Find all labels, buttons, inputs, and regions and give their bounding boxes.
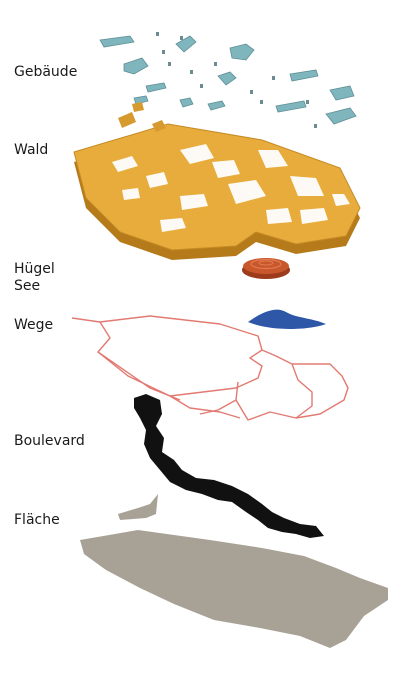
layer-wege <box>72 316 348 420</box>
layer-see <box>248 310 326 329</box>
layer-gebaeude <box>100 32 356 128</box>
layer-huegel <box>242 258 290 279</box>
layer-boulevard <box>134 394 324 538</box>
forest-fragments <box>118 102 166 132</box>
layer-wald <box>74 102 360 260</box>
layer-flaeche <box>80 494 388 648</box>
